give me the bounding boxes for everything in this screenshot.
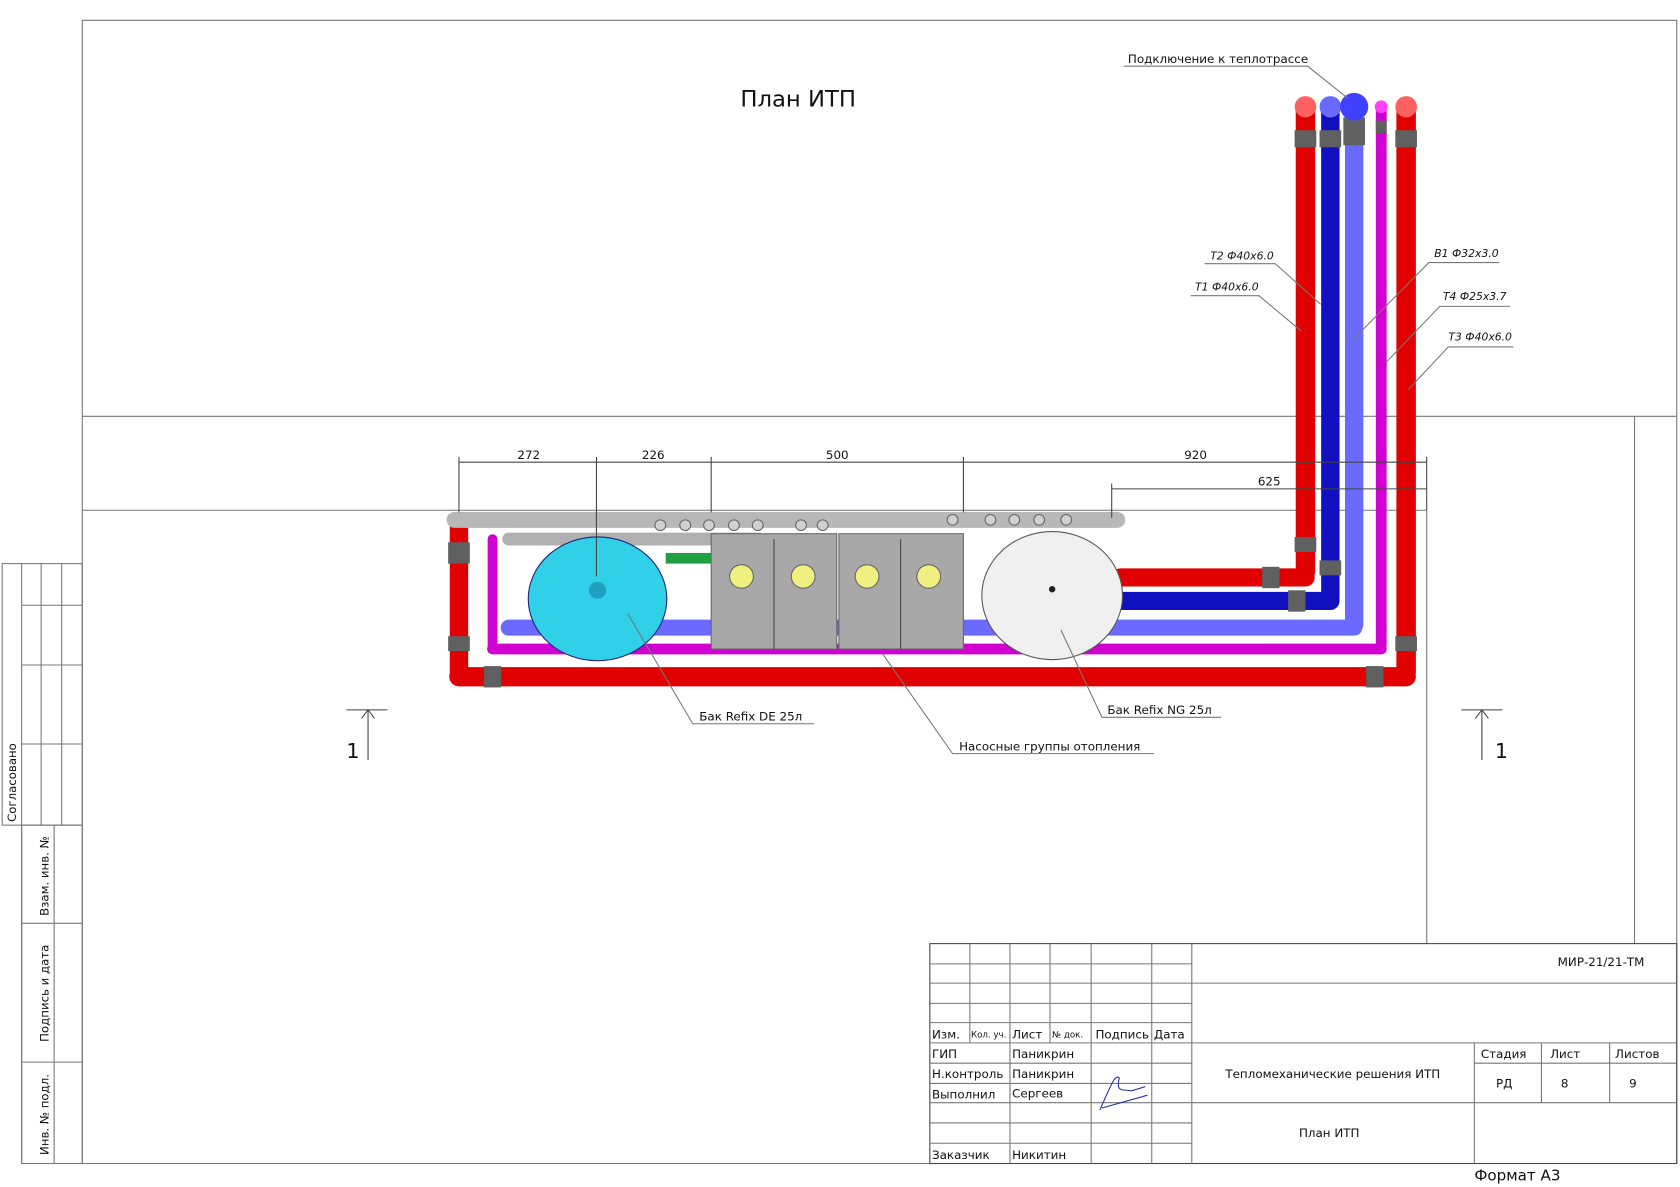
svg-text:920: 920 xyxy=(1184,448,1207,462)
tank-de-label: Бак Refix DE 25л xyxy=(699,710,802,724)
svg-text:Никитин: Никитин xyxy=(1012,1148,1066,1162)
page-title: План ИТП xyxy=(740,87,856,113)
pumps-label: Насосные группы отопления xyxy=(959,739,1140,753)
inv-orig-label: Инв. № подл. xyxy=(38,1074,52,1155)
doc-code: МИР-21/21-ТМ xyxy=(1558,955,1645,969)
replace-inv-label: Взам. инв. № xyxy=(38,836,52,916)
svg-text:Кол. уч.: Кол. уч. xyxy=(971,1031,1006,1041)
svg-text:Т3 Ф40х6.0: Т3 Ф40х6.0 xyxy=(1448,331,1512,344)
connection-label: Подключение к теплотрассе xyxy=(1128,52,1308,66)
dimensions: 272 226 500 920 625 xyxy=(458,448,1428,577)
side-stamp: Согласовано Взам. инв. № Подпись и дата … xyxy=(1,563,83,1165)
svg-text:Подпись: Подпись xyxy=(1095,1028,1149,1042)
tank-ng-label: Бак Refix NG 25л xyxy=(1107,703,1211,717)
sign-date-label: Подпись и дата xyxy=(38,945,52,1042)
svg-text:Т4 Ф25х3.7: Т4 Ф25х3.7 xyxy=(1443,290,1507,303)
svg-text:Т1 Ф40х6.0: Т1 Ф40х6.0 xyxy=(1195,280,1259,293)
svg-text:ГИП: ГИП xyxy=(932,1047,957,1061)
svg-text:1: 1 xyxy=(1495,739,1508,763)
title-block: МИР-21/21-ТМ Изм. Кол. уч. Лист № док. П… xyxy=(929,943,1678,1185)
svg-text:Дата: Дата xyxy=(1154,1028,1185,1042)
svg-text:Листов: Листов xyxy=(1615,1047,1659,1061)
svg-text:9: 9 xyxy=(1629,1077,1637,1091)
svg-text:В1 Ф32х3.0: В1 Ф32х3.0 xyxy=(1434,247,1499,260)
svg-text:226: 226 xyxy=(642,448,665,462)
svg-text:№ док.: № док. xyxy=(1052,1031,1083,1041)
svg-text:Т2 Ф40х6.0: Т2 Ф40х6.0 xyxy=(1210,249,1274,262)
svg-text:Лист: Лист xyxy=(1012,1028,1042,1042)
svg-text:Н.контроль: Н.контроль xyxy=(932,1067,1003,1081)
svg-text:Изм.: Изм. xyxy=(932,1028,960,1042)
svg-text:Заказчик: Заказчик xyxy=(932,1148,990,1162)
svg-text:Паникрин: Паникрин xyxy=(1012,1067,1074,1081)
section-marks: 1 1 xyxy=(346,708,1508,763)
project-name: Тепломеханические решения ИТП xyxy=(1224,1067,1440,1081)
format-label: Формат А3 xyxy=(1474,1167,1560,1185)
svg-text:500: 500 xyxy=(826,448,849,462)
svg-text:625: 625 xyxy=(1258,475,1281,489)
tank-refix-ng xyxy=(981,531,1124,661)
sheet-title: План ИТП xyxy=(1299,1126,1360,1140)
svg-text:Выполнил: Выполнил xyxy=(932,1087,995,1101)
svg-text:Сергеев: Сергеев xyxy=(1012,1086,1063,1100)
svg-text:РД: РД xyxy=(1496,1077,1512,1091)
svg-text:272: 272 xyxy=(517,448,540,462)
leaders: Подключение к теплотрассе Т2 Ф40х6.0 Т1 … xyxy=(627,52,1514,755)
agreed-label: Согласовано xyxy=(5,743,19,822)
svg-text:8: 8 xyxy=(1561,1077,1569,1091)
pump-groups xyxy=(710,533,964,650)
svg-text:Лист: Лист xyxy=(1550,1047,1580,1061)
svg-text:Паникрин: Паникрин xyxy=(1012,1047,1074,1061)
svg-text:Стадия: Стадия xyxy=(1481,1047,1527,1061)
svg-text:1: 1 xyxy=(346,739,359,763)
signature xyxy=(1099,1076,1148,1111)
